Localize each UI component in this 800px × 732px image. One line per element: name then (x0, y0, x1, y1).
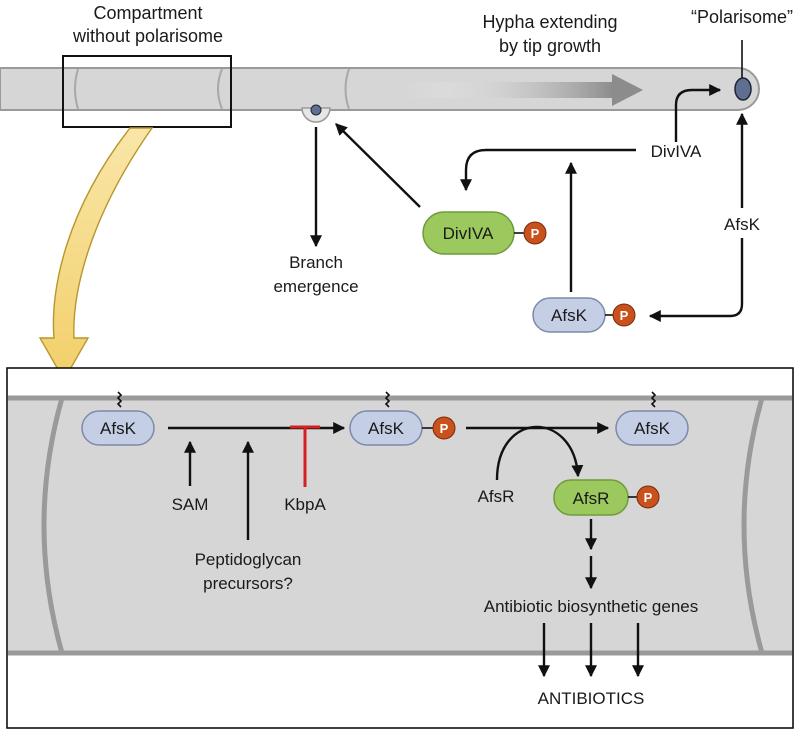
compartment-box (62, 55, 232, 128)
branch-site (301, 104, 331, 123)
antibiotics-label: ANTIBIOTICS (538, 689, 645, 708)
phospho-label: P (531, 226, 540, 241)
kbpA-label: KbpA (284, 495, 326, 514)
membrane-anchors (116, 391, 657, 408)
afsK-pill-label-top: AfsK (551, 306, 588, 325)
afsK-phospho-node-mid: AfsK P (349, 410, 456, 446)
divIVA-phospho-node: DivIVA P (422, 211, 547, 255)
afsK-node-left: AfsK (81, 410, 155, 446)
genes-label: Antibiotic biosynthetic genes (484, 597, 699, 616)
hypha-label-line2: by tip growth (499, 36, 601, 56)
compartment-label-line1: Compartment (93, 3, 202, 23)
afsR-phospho-node: AfsR P (553, 479, 660, 516)
peptidoglycan-label-line1: Peptidoglycan (195, 550, 302, 569)
branch-label-line1: Branch (289, 253, 343, 272)
top-arrows (310, 84, 748, 322)
hypha-top (0, 67, 760, 111)
peptidoglycan-label-line2: precursors? (203, 574, 293, 593)
afsR-label: AfsR (478, 487, 515, 506)
phospho-label: P (620, 308, 629, 323)
polarisome-label: “Polarisome” (691, 7, 793, 27)
afsR-pill-label: AfsR (573, 489, 610, 508)
afsK-pill-label-left: AfsK (100, 419, 137, 438)
hypha-label-line1: Hypha extending (482, 12, 617, 32)
phospho-label: P (644, 490, 653, 505)
zoom-arrow (38, 127, 154, 382)
branch-label-line2: emergence (273, 277, 358, 296)
divIVA-label: DivIVA (651, 142, 702, 161)
growth-direction-arrow (405, 74, 643, 106)
afsK-pill-label-right: AfsK (634, 419, 671, 438)
polarisome-body (734, 40, 752, 101)
kbpA-inhibition (290, 425, 320, 487)
afsK-phospho-node-top: AfsK P (532, 297, 636, 333)
divIVA-pill-label: DivIVA (443, 224, 494, 243)
compartment-label-line2: without polarisome (72, 26, 223, 46)
phospho-label: P (440, 421, 449, 436)
afsK-label-right: AfsK (724, 215, 761, 234)
sam-label: SAM (172, 495, 209, 514)
afsK-pill-label-mid: AfsK (368, 419, 405, 438)
afsK-node-right: AfsK (615, 410, 689, 446)
